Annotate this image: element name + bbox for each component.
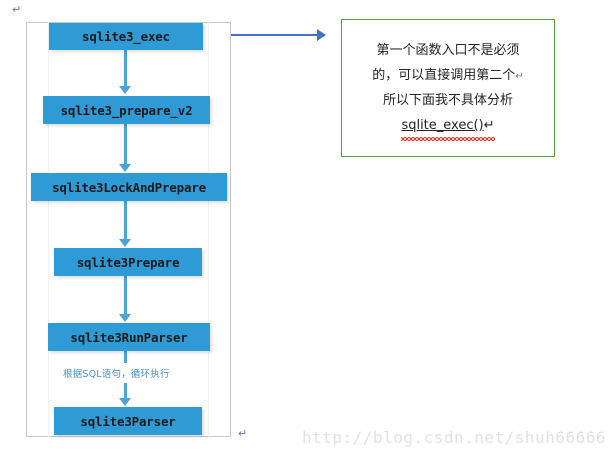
arrowhead-prepare-v2-to-lockandprepare: [119, 164, 131, 172]
flowchart-guide-left: [48, 22, 49, 437]
arrowhead-lockandprepare-to-prepare: [119, 239, 131, 247]
watermark: http://blog.csdn.net/shuh66666: [302, 428, 606, 447]
connector-runparser-to-parser-upper: [124, 351, 127, 363]
callout-code-return-mark: ↵: [483, 117, 495, 133]
paragraph-mark-bottom-right: ↵: [238, 427, 248, 440]
connector-lockandprepare-to-prepare: [124, 201, 127, 241]
arrowhead-prepare-to-runparser: [119, 314, 131, 322]
loop-annotation: 根据SQL语句，循环执行: [63, 369, 170, 380]
callout-line-3: 所以下面我不具体分析: [383, 89, 513, 114]
paragraph-mark-top-left: ↵: [12, 3, 22, 16]
callout-line-2-text: 的，可以直接调用第二个: [372, 67, 516, 83]
node-sqlite3-exec[interactable]: sqlite3_exec: [49, 23, 203, 50]
connector-prepare-to-runparser: [124, 276, 127, 316]
callout-textbox[interactable]: 第一个函数入口不是必须 的，可以直接调用第二个↵ 所以下面我不具体分析 sqli…: [341, 19, 555, 157]
arrowhead-runparser-to-parser: [119, 398, 131, 406]
node-sqlite3-prepare-v2[interactable]: sqlite3_prepare_v2: [43, 96, 210, 124]
spellcheck-squiggle-icon: [401, 136, 495, 141]
node-sqlite3-parser[interactable]: sqlite3Parser: [54, 407, 202, 435]
callout-line-1-text: 第一个函数入口不是必须: [376, 42, 520, 58]
callout-line-2-return-mark: ↵: [515, 70, 524, 82]
callout-code-text: sqlite_exec(): [401, 117, 484, 133]
connector-prepare-v2-to-lockandprepare: [124, 124, 127, 166]
callout-code-line: sqlite_exec()↵: [401, 114, 495, 141]
flowchart-guide-right: [208, 22, 209, 437]
callout-line-2: 的，可以直接调用第二个↵: [372, 64, 523, 89]
callout-line-3-text: 所以下面我不具体分析: [382, 92, 513, 108]
node-sqlite3-lockandprepare[interactable]: sqlite3LockAndPrepare: [31, 173, 227, 201]
connector-exec-to-prepare-v2: [124, 50, 127, 88]
connector-to-callout: [231, 34, 317, 36]
callout-line-1: 第一个函数入口不是必须: [376, 39, 519, 64]
arrowhead-exec-to-prepare-v2: [119, 86, 131, 94]
connector-runparser-to-parser-lower: [124, 383, 127, 400]
node-sqlite3-runparser[interactable]: sqlite3RunParser: [48, 323, 210, 351]
node-sqlite3-prepare[interactable]: sqlite3Prepare: [54, 248, 202, 276]
arrowhead-to-callout: [317, 29, 326, 41]
